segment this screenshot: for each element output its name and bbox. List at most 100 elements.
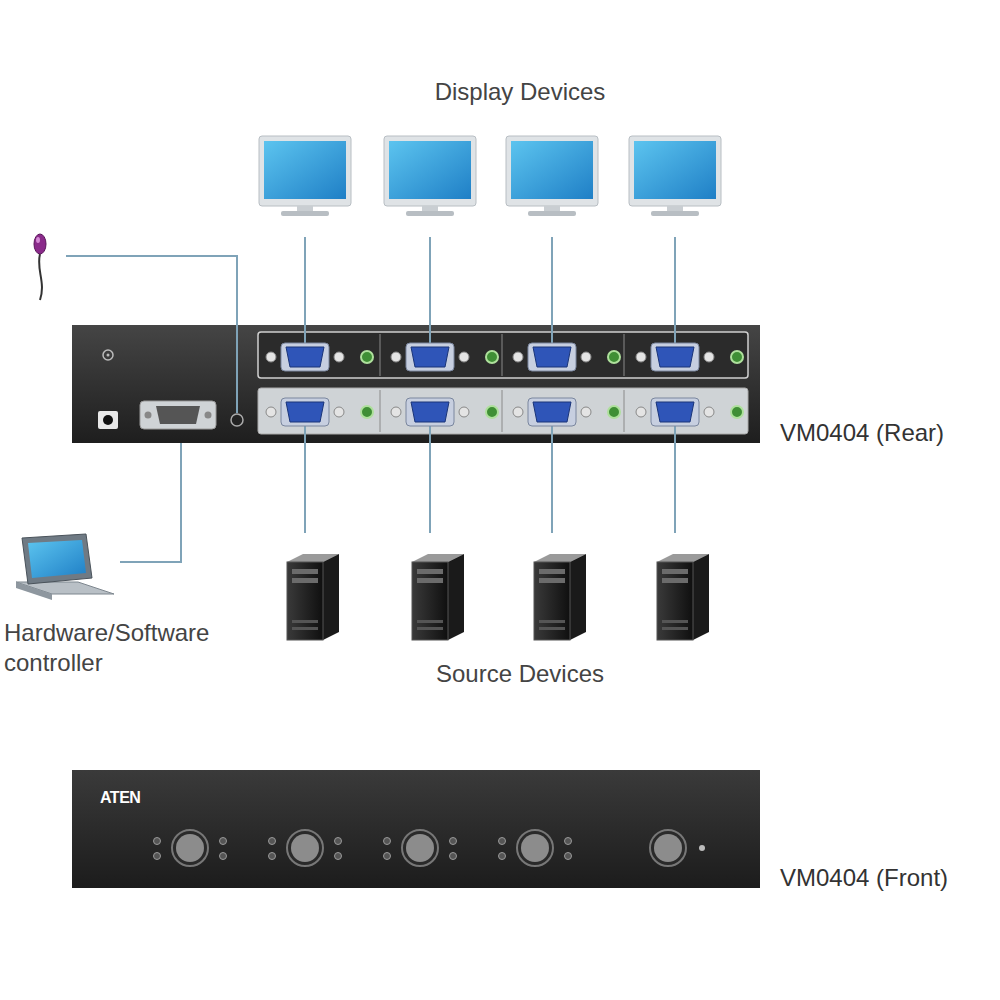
- wire: [66, 256, 237, 325]
- vga-port: [608, 406, 620, 418]
- source-pc: [674, 443, 676, 533]
- vga-port: [636, 352, 646, 362]
- vga-port: [581, 352, 591, 362]
- wire: [236, 325, 238, 413]
- source-pc: [287, 443, 339, 640]
- front-button: [499, 830, 572, 866]
- front-button: [335, 853, 342, 860]
- display-monitor: [629, 136, 721, 206]
- power-jack: [98, 411, 118, 429]
- vga-port: [636, 398, 743, 443]
- source-pc: [539, 569, 565, 574]
- source-pc: [662, 578, 688, 583]
- vga-port: [636, 407, 646, 417]
- vga-port: [266, 325, 373, 371]
- vga-port: [391, 407, 401, 417]
- front-button: [287, 830, 323, 866]
- ir-jack: [231, 414, 243, 426]
- source-pc: [287, 443, 709, 640]
- display-monitor: [264, 141, 346, 199]
- front-button: [699, 845, 705, 851]
- ir-sensor: [36, 237, 40, 243]
- vga-port: [391, 352, 401, 362]
- model-label: VM0404 (Rear): [780, 418, 944, 448]
- controller-icon: [22, 534, 92, 584]
- fan-symbol: [103, 350, 113, 360]
- vga-port: [608, 351, 620, 363]
- fan-symbol: [103, 350, 113, 360]
- vga-port: [731, 406, 743, 418]
- front-panel-art: [72, 770, 760, 888]
- display-monitor: [429, 237, 431, 325]
- front-button: [269, 838, 276, 845]
- controller-icon: [8, 532, 120, 608]
- vga-port: [459, 407, 469, 417]
- vga-port: [674, 325, 676, 343]
- vga-port: [361, 406, 373, 418]
- vga-port: [286, 402, 324, 422]
- front-button: [650, 830, 705, 866]
- front-button: [499, 853, 506, 860]
- source-pc: [417, 620, 443, 623]
- vga-port: [406, 343, 454, 371]
- display-monitor: [506, 136, 598, 206]
- source-pc: [657, 443, 709, 640]
- front-button: [176, 834, 204, 862]
- port-divider: [502, 334, 503, 432]
- port-divider: [624, 334, 625, 432]
- front-button: [172, 830, 208, 866]
- vga-port: [304, 426, 306, 443]
- vga-port: [533, 347, 571, 367]
- display-monitor: [389, 141, 471, 199]
- vga-port: [429, 325, 431, 343]
- source-pc: [287, 562, 323, 640]
- vga-port: [411, 347, 449, 367]
- front-button: [384, 830, 457, 866]
- display-monitor: [634, 141, 716, 199]
- front-button: [269, 830, 342, 866]
- front-button: [402, 830, 438, 866]
- display-monitor: [281, 211, 329, 216]
- display-monitor: [406, 211, 454, 216]
- front-button: [565, 838, 572, 845]
- front-button: [220, 853, 227, 860]
- display-monitor: [259, 136, 721, 325]
- vga-port: [266, 325, 743, 443]
- vga-port: [486, 406, 498, 418]
- group-label: Display Devices: [435, 78, 606, 106]
- source-pc: [662, 627, 688, 630]
- front-button: [406, 834, 434, 862]
- source-pc: [412, 562, 448, 640]
- display-monitor: [551, 237, 553, 325]
- front-button: [517, 830, 553, 866]
- source-pc: [539, 578, 565, 583]
- serial-port: [140, 401, 216, 429]
- vga-port: [286, 347, 324, 367]
- front-button: [521, 834, 549, 862]
- vga-port: [266, 352, 276, 362]
- source-pc: [304, 443, 306, 533]
- vga-port: [406, 398, 454, 426]
- port-divider: [380, 334, 381, 432]
- vga-port: [656, 347, 694, 367]
- vga-port: [459, 352, 469, 362]
- vga-port: [581, 407, 591, 417]
- vga-port: [266, 407, 276, 417]
- power-jack: [103, 415, 113, 425]
- vga-port: [513, 325, 620, 371]
- vga-port: [281, 398, 329, 426]
- vga-port: [281, 343, 329, 371]
- vga-port: [429, 426, 431, 443]
- source-pc: [693, 554, 709, 640]
- serial-port: [156, 406, 200, 424]
- display-monitor: [506, 136, 598, 325]
- source-pc: [539, 620, 565, 623]
- vga-port: [651, 343, 699, 371]
- source-pc: [412, 443, 464, 640]
- display-monitor: [651, 211, 699, 216]
- vga-port: [551, 325, 553, 343]
- group-label: Source Devices: [436, 660, 604, 688]
- front-button: [450, 838, 457, 845]
- vga-port: [674, 426, 676, 443]
